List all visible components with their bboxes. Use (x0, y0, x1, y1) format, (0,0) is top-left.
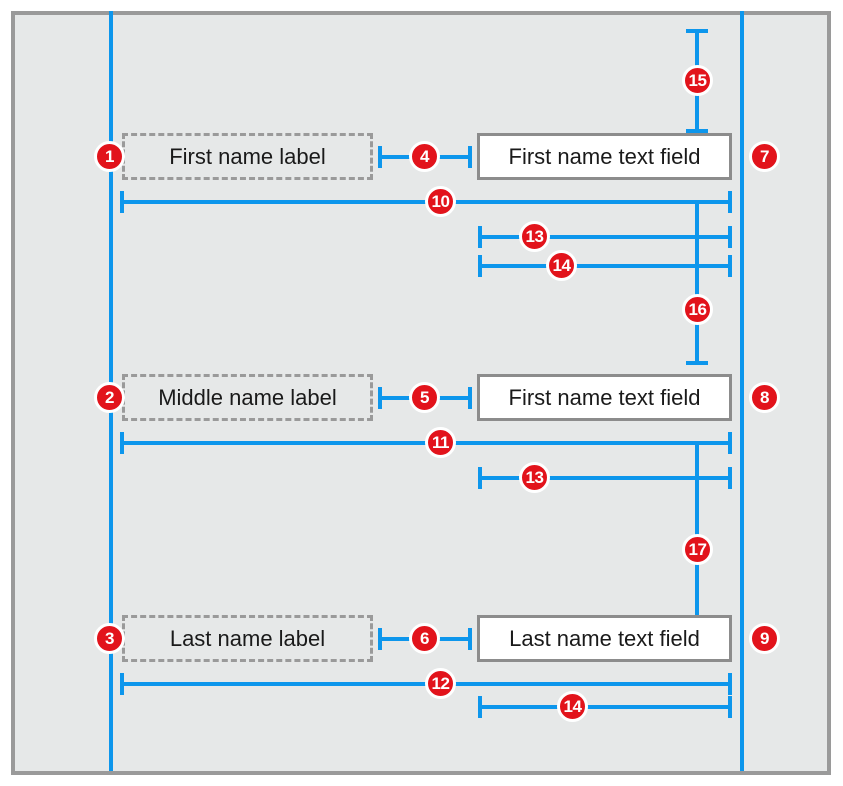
width-line-14-row1-tick-left (478, 255, 482, 277)
badge-9-text: 9 (760, 629, 769, 648)
width-line-13-row1-tick-left (478, 226, 482, 248)
badge-13-row2[interactable]: 13 (519, 462, 550, 493)
vertical-line-17 (695, 441, 699, 619)
badge-12[interactable]: 12 (425, 668, 456, 699)
badge-17-text: 17 (688, 540, 707, 559)
gap-line-5-tick-left (378, 387, 382, 409)
badge-2[interactable]: 2 (94, 382, 125, 413)
badge-13-row1[interactable]: 13 (519, 221, 550, 252)
badge-12-text: 12 (431, 674, 450, 693)
gap-line-6-tick-left (378, 628, 382, 650)
vertical-line-16-tick-top (686, 200, 708, 204)
first-name-label-text: First name label (169, 143, 326, 169)
last-name-field-text: Last name text field (509, 625, 700, 651)
badge-14-row1-text: 14 (552, 256, 571, 275)
last-name-text-field[interactable]: Last name text field (477, 615, 732, 662)
width-line-13-row1 (478, 235, 732, 239)
first-name-label-box: First name label (122, 133, 373, 180)
badge-3[interactable]: 3 (94, 623, 125, 654)
last-name-label-text: Last name label (169, 625, 326, 651)
width-line-13-row1-tick-right (728, 226, 732, 248)
badge-10[interactable]: 10 (425, 186, 456, 217)
diagram-frame: First name label First name text field (11, 11, 831, 775)
badge-15[interactable]: 15 (682, 65, 713, 96)
badge-9[interactable]: 9 (749, 623, 780, 654)
badge-3-text: 3 (105, 629, 114, 648)
badge-14-row3-text: 14 (563, 697, 582, 716)
width-line-11-tick-left (120, 432, 124, 454)
badge-7[interactable]: 7 (749, 141, 780, 172)
width-line-14-row1-tick-right (728, 255, 732, 277)
width-line-12-tick-left (120, 673, 124, 695)
width-line-14-row3-tick-right (728, 696, 732, 718)
vertical-line-17-tick-top (686, 441, 708, 445)
badge-5-text: 5 (420, 388, 429, 407)
middle-name-label-box: Middle name label (122, 374, 373, 421)
width-line-12-tick-right (728, 673, 732, 695)
gap-line-4-tick-left (378, 146, 382, 168)
badge-13-row1-text: 13 (525, 227, 544, 246)
badge-16-text: 16 (688, 300, 707, 319)
middle-name-field-text: First name text field (508, 384, 701, 410)
width-line-14-row3 (478, 705, 732, 709)
width-line-10-tick-right (728, 191, 732, 213)
badge-2-text: 2 (105, 388, 114, 407)
middle-name-text-field[interactable]: First name text field (477, 374, 732, 421)
trailing-guide-line (740, 11, 744, 771)
vertical-line-16-tick-bottom (686, 361, 708, 365)
vertical-line-15-tick-bottom (686, 129, 708, 133)
badge-6-text: 6 (420, 629, 429, 648)
badge-1[interactable]: 1 (94, 141, 125, 172)
gap-line-6-tick-right (468, 628, 472, 650)
badge-1-text: 1 (105, 147, 114, 166)
first-name-text-field[interactable]: First name text field (477, 133, 732, 180)
badge-13-row2-text: 13 (525, 468, 544, 487)
width-line-14-row3-tick-left (478, 696, 482, 718)
badge-7-text: 7 (760, 147, 769, 166)
badge-4-text: 4 (420, 147, 429, 166)
width-line-13-row2 (478, 476, 732, 480)
gap-line-4-tick-right (468, 146, 472, 168)
badge-11-text: 11 (432, 433, 449, 452)
badge-11[interactable]: 11 (425, 427, 456, 458)
width-line-14-row1 (478, 264, 732, 268)
width-line-10-tick-left (120, 191, 124, 213)
badge-8-text: 8 (760, 388, 769, 407)
badge-16[interactable]: 16 (682, 294, 713, 325)
badge-4[interactable]: 4 (409, 141, 440, 172)
last-name-label-box: Last name label (122, 615, 373, 662)
width-line-13-row2-tick-right (728, 467, 732, 489)
width-line-13-row2-tick-left (478, 467, 482, 489)
width-line-11-tick-right (728, 432, 732, 454)
badge-6[interactable]: 6 (409, 623, 440, 654)
badge-14-row3[interactable]: 14 (557, 691, 588, 722)
gap-line-5-tick-right (468, 387, 472, 409)
badge-8[interactable]: 8 (749, 382, 780, 413)
middle-name-label-text: Middle name label (158, 384, 337, 410)
first-name-field-text: First name text field (508, 143, 701, 169)
badge-14-row1[interactable]: 14 (546, 250, 577, 281)
vertical-line-16 (695, 200, 699, 365)
badge-10-text: 10 (431, 192, 450, 211)
badge-17[interactable]: 17 (682, 534, 713, 565)
badge-5[interactable]: 5 (409, 382, 440, 413)
badge-15-text: 15 (688, 71, 707, 90)
vertical-line-15-tick-top (686, 29, 708, 33)
